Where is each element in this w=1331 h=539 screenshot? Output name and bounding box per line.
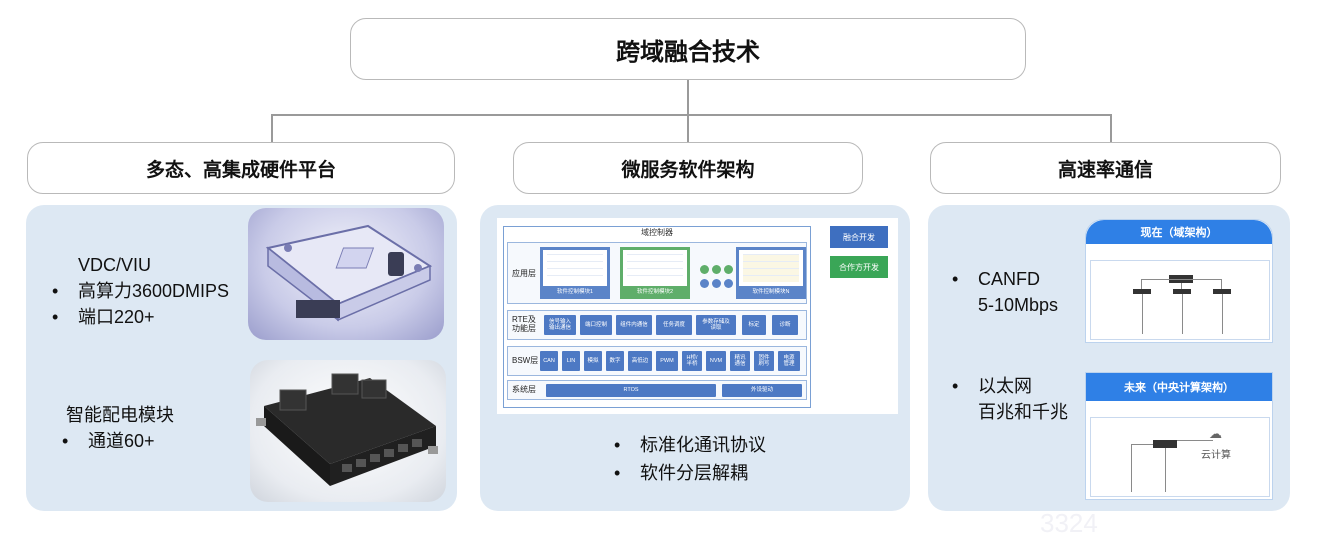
bullet-standard-protocol: 标准化通讯协议 (614, 434, 766, 458)
tree-line (1141, 279, 1142, 289)
bsw-chip: H桥/ 半桥 (682, 351, 702, 371)
bullet-channels: 通道60+ (62, 430, 154, 454)
module-n-caption: 软件控制模块N (739, 286, 803, 296)
app-layer-label: 应用层 (512, 269, 536, 278)
tree-line (1221, 279, 1222, 289)
tree-line (1181, 283, 1182, 289)
heading-hardware: 多态、高集成硬件平台 (27, 142, 455, 194)
rte-chip: 参数存储及 读取 (696, 315, 736, 335)
main-title: 跨域融合技术 (350, 18, 1026, 80)
peripheral-driver-chip: 外设驱动 (722, 384, 802, 397)
connector-right (1110, 114, 1112, 142)
rte-layer-row: RTE及 功能层 信号输入 输出通信 端口控制 组件内通信 任务调度 参数存储及… (507, 310, 807, 340)
ellipsis-dot (700, 265, 709, 274)
software-module-2: 软件控制模块2 (620, 247, 690, 299)
current-architecture-title: 现在（域架构） (1086, 220, 1272, 244)
partner-development-label: 合作方开发 (830, 256, 888, 278)
bsw-chip: 电源 管理 (778, 351, 800, 371)
bullet-layered-decoupling: 软件分层解耦 (614, 462, 748, 486)
fusion-development-label: 融合开发 (830, 226, 888, 248)
bullet-ports: 端口220+ (52, 306, 154, 330)
rte-chip: 组件内通信 (616, 315, 652, 335)
bullet-compute: 高算力3600DMIPS (52, 280, 229, 304)
heading-communication: 高速率通信 (930, 142, 1281, 194)
central-node (1153, 440, 1177, 448)
connector-horizontal (271, 114, 1112, 116)
ethernet-speed: 百兆和千兆 (978, 402, 1068, 422)
canfd-speed: 5-10Mbps (978, 295, 1059, 315)
domain-controller-title: 域控制器 (641, 228, 673, 237)
connector-vertical-top (687, 80, 689, 116)
rte-chip: 诊断 (772, 315, 798, 335)
future-architecture-diagram: 未来（中央计算架构） ☁ 云计算 (1085, 372, 1273, 500)
power-distribution-image (250, 360, 446, 502)
vdc-hardware-image (248, 208, 444, 340)
system-layer-row: 系统层 RTOS 外设驱动 (507, 380, 807, 400)
rte-chip: 端口控制 (580, 315, 612, 335)
branch-line (1142, 294, 1143, 334)
system-layer-label: 系统层 (512, 385, 536, 394)
bsw-chip: 精讯 通信 (730, 351, 750, 371)
vdc-viu-label: VDC/VIU (78, 255, 152, 275)
bsw-chip: 数字 (606, 351, 624, 371)
sub-node (1133, 289, 1151, 294)
bullet-canfd: CANFD (952, 268, 1040, 292)
app-layer-row: 应用层 软件控制模块1 软件控制模块2 软件控制模块N (507, 242, 807, 304)
ellipsis-dot (724, 265, 733, 274)
bsw-chip: 固件 刷写 (754, 351, 774, 371)
bullet-ethernet: 以太网 (952, 375, 1032, 399)
tree-line (1131, 444, 1153, 445)
rtos-chip: RTOS (546, 384, 716, 397)
tree-line (1131, 444, 1132, 492)
future-architecture-title: 未来（中央计算架构） (1086, 373, 1272, 401)
rte-chip: 标定 (742, 315, 766, 335)
software-module-1: 软件控制模块1 (540, 247, 610, 299)
power-module-label: 智能配电模块 (66, 405, 174, 425)
heading-software: 微服务软件架构 (513, 142, 863, 194)
tree-line (1177, 440, 1213, 441)
current-architecture-diagram: 现在（域架构） (1085, 219, 1273, 343)
tree-line (1165, 448, 1166, 492)
watermark: 3324 (1040, 508, 1098, 538)
rte-chip: 任务调度 (656, 315, 692, 335)
cloud-icon: ☁ (1209, 426, 1222, 441)
bsw-chip: 模拟 (584, 351, 602, 371)
sub-node (1173, 289, 1191, 294)
ellipsis-dot (712, 279, 721, 288)
bsw-layer-row: BSW层 CAN LIN 模拟 数字 高低边 PWM H桥/ 半桥 NVM 精讯… (507, 346, 807, 376)
sub-node (1213, 289, 1231, 294)
connector-left (271, 114, 273, 142)
ellipsis-dot (724, 279, 733, 288)
rte-chip: 信号输入 输出通信 (544, 315, 576, 335)
module-1-caption: 软件控制模块1 (543, 286, 607, 296)
current-architecture-canvas (1090, 260, 1270, 340)
domain-controller-frame (503, 226, 811, 408)
software-module-n: 软件控制模块N (736, 247, 806, 299)
software-architecture-diagram: 域控制器 应用层 软件控制模块1 软件控制模块2 软件控制模块N RTE及 功能… (497, 218, 898, 414)
connector-middle (687, 114, 689, 142)
module-2-caption: 软件控制模块2 (623, 286, 687, 296)
rte-layer-label: RTE及 功能层 (512, 315, 536, 334)
branch-line (1182, 294, 1183, 334)
bsw-chip: 高低边 (628, 351, 652, 371)
ellipsis-dot (700, 279, 709, 288)
bsw-layer-label: BSW层 (512, 356, 539, 365)
bsw-chip: NVM (706, 351, 726, 371)
bsw-chip: LIN (562, 351, 580, 371)
bsw-chip: PWM (656, 351, 678, 371)
ellipsis-dot (712, 265, 721, 274)
cloud-computing-label: 云计算 (1201, 450, 1231, 461)
branch-line (1222, 294, 1223, 334)
tree-line (1141, 279, 1221, 280)
bsw-chip: CAN (540, 351, 558, 371)
future-architecture-canvas: ☁ 云计算 (1090, 417, 1270, 497)
